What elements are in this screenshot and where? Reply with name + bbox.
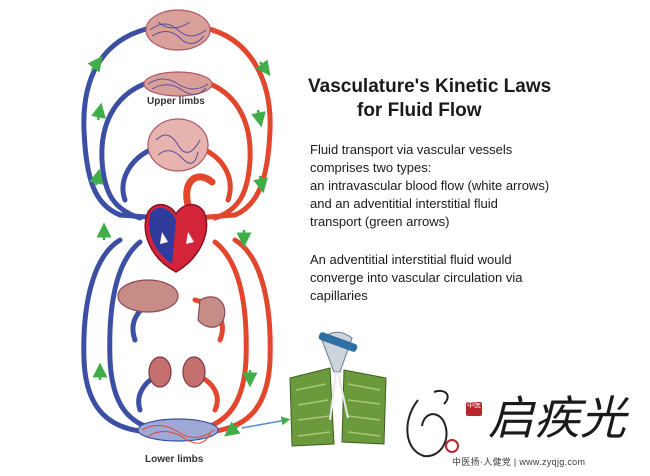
- paragraph-line: converge into vascular circulation via: [310, 270, 523, 285]
- tissue-inset: [241, 331, 387, 447]
- heart: [144, 203, 208, 273]
- description-paragraph-1: Fluid transport via vascular vessels com…: [310, 141, 549, 231]
- paragraph-line: comprises two types:: [310, 160, 432, 175]
- stomach-capillary-bed: [197, 296, 226, 328]
- capillary-beds: [117, 9, 226, 444]
- interstitial-arrows: [87, 56, 271, 437]
- watermark-logo: [406, 390, 459, 458]
- watermark-site: 中医扬·人健党 | www.zyqjg.com: [452, 457, 586, 467]
- watermark-seal: 中医: [466, 402, 482, 416]
- description-paragraph-2: An adventitial interstitial fluid would …: [310, 251, 522, 305]
- paragraph-line: capillaries: [310, 288, 368, 303]
- paragraph-line: Fluid transport via vascular vessels: [310, 142, 513, 157]
- paragraph-line: an intravascular blood flow (white arrow…: [310, 178, 550, 193]
- paragraph-line: transport (green arrows): [310, 214, 450, 229]
- kidney-right: [182, 356, 206, 388]
- kidney-left: [148, 356, 172, 388]
- title-line-1: Vasculature's Kinetic Laws: [308, 76, 552, 97]
- paragraph-line: and an adventitial interstitial fluid: [310, 196, 498, 211]
- vein-network: [81, 25, 163, 435]
- paragraph-line: An adventitial interstitial fluid would: [310, 252, 512, 267]
- liver-capillary-bed: [117, 279, 179, 313]
- watermark-calligraphy: 启疾光: [488, 391, 630, 445]
- lower-limbs-capillary-bed: [137, 418, 219, 442]
- title-line-2: for Fluid Flow: [357, 100, 482, 121]
- watermark-calligraphy-text: 启疾光: [488, 391, 630, 445]
- label-lower-limbs: Lower limbs: [145, 454, 204, 465]
- label-upper-limbs: Upper limbs: [147, 96, 205, 107]
